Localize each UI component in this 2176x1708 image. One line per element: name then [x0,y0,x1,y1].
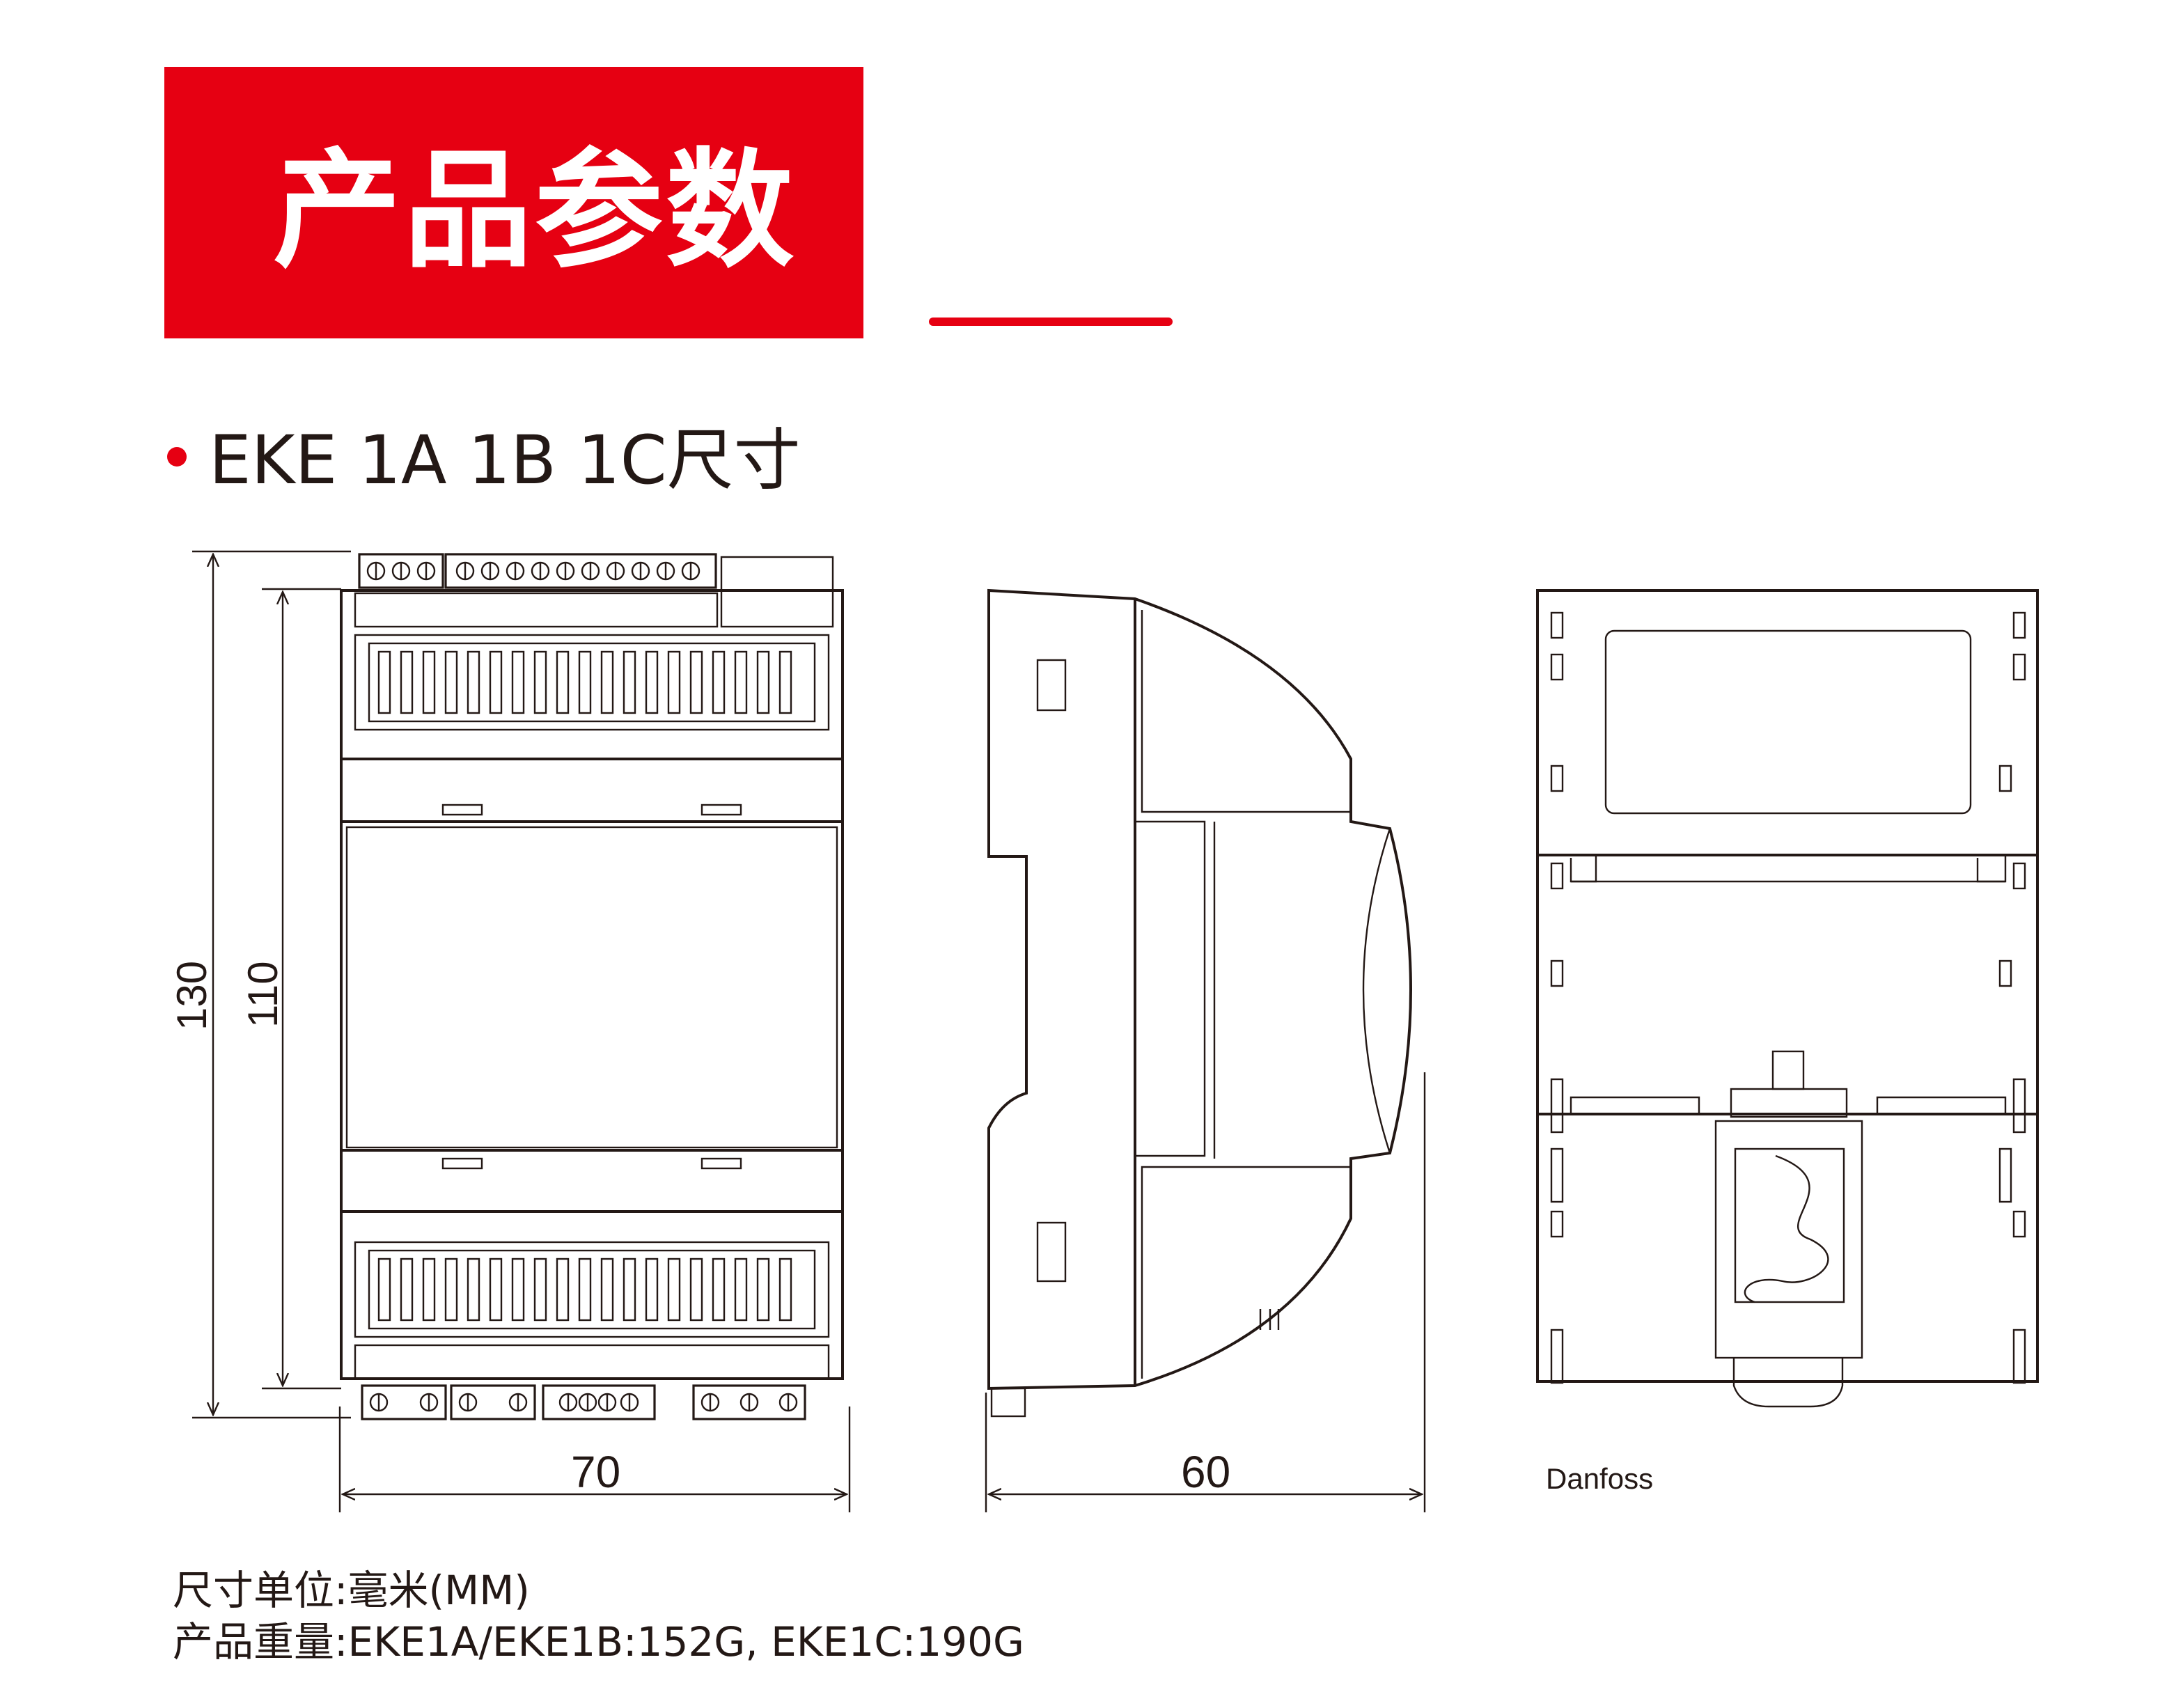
mounting-clip [1550,1329,1564,1384]
bullet-icon [167,447,187,467]
title-banner [164,67,863,338]
mounting-clip [2012,611,2026,639]
terminal-slot [467,1258,480,1322]
front-view-drawing [192,550,851,1512]
mounting-clip [1550,862,1564,890]
terminal-slot [712,1258,726,1322]
page-title: 产品参数 [273,136,797,285]
terminal-slot [756,650,770,714]
mounting-clip [1550,1078,1564,1134]
mounting-clip [2012,1329,2026,1384]
mounting-clip [1998,1147,2012,1203]
terminal-slot [556,650,570,714]
terminal-slot [533,1258,547,1322]
terminal-slot [578,1258,592,1322]
terminal-slot [600,650,614,714]
mounting-clip [1550,765,1564,792]
unit-note: 尺寸单位:毫米(MM) [173,1567,530,1614]
terminal-slot [734,1258,748,1322]
dimension-label-130: 130 [169,961,215,1031]
terminal-slot [734,650,748,714]
terminal-slot [689,1258,703,1322]
mounting-clip [1998,959,2012,987]
mounting-clip [1550,959,1564,987]
dimension-label-70: 70 [571,1447,620,1497]
dimension-label-110: 110 [240,961,286,1028]
terminal-slot [756,1258,770,1322]
mounting-clip [2012,653,2026,681]
terminal-slot [778,1258,792,1322]
terminal-slot [600,1258,614,1322]
mounting-clip [1550,1210,1564,1238]
accent-underline [929,318,1173,326]
terminal-slot [712,650,726,714]
mounting-clip [2012,1078,2026,1134]
mounting-clip [1998,765,2012,792]
mounting-clip [1550,611,1564,639]
terminal-slot [444,1258,458,1322]
terminal-slot [689,650,703,714]
terminal-slot [422,650,436,714]
terminal-slot [489,650,503,714]
terminal-slot [400,1258,414,1322]
mounting-clip [2012,862,2026,890]
terminal-slot [533,650,547,714]
terminal-slot [578,650,592,714]
terminal-slot [467,650,480,714]
mounting-clip [1550,1147,1564,1203]
dimension-label-60: 60 [1181,1447,1230,1497]
terminal-slot [444,650,458,714]
terminal-slot [377,1258,391,1322]
mounting-clip [2012,1210,2026,1238]
terminal-slot [400,650,414,714]
section-title: EKE 1A 1B 1C尺寸 [209,421,801,499]
terminal-slot [645,1258,659,1322]
terminal-slot [511,1258,525,1322]
side-view-drawing [985,588,1426,1512]
terminal-slot [489,1258,503,1322]
terminal-slot [623,650,636,714]
terminal-slot [623,1258,636,1322]
brand-label: Danfoss [1546,1462,1653,1495]
mounting-clip [1550,653,1564,681]
terminal-slot [778,650,792,714]
weight-note: 产品重量:EKE1A/EKE1B:152G, EKE1C:190G [173,1618,1024,1666]
terminal-slot [556,1258,570,1322]
terminal-slot [667,1258,681,1322]
terminal-slot [377,650,391,714]
terminal-slot [667,650,681,714]
terminal-slot [422,1258,436,1322]
terminal-slot [645,650,659,714]
back-view-drawing [1536,589,2039,1408]
terminal-slot [511,650,525,714]
